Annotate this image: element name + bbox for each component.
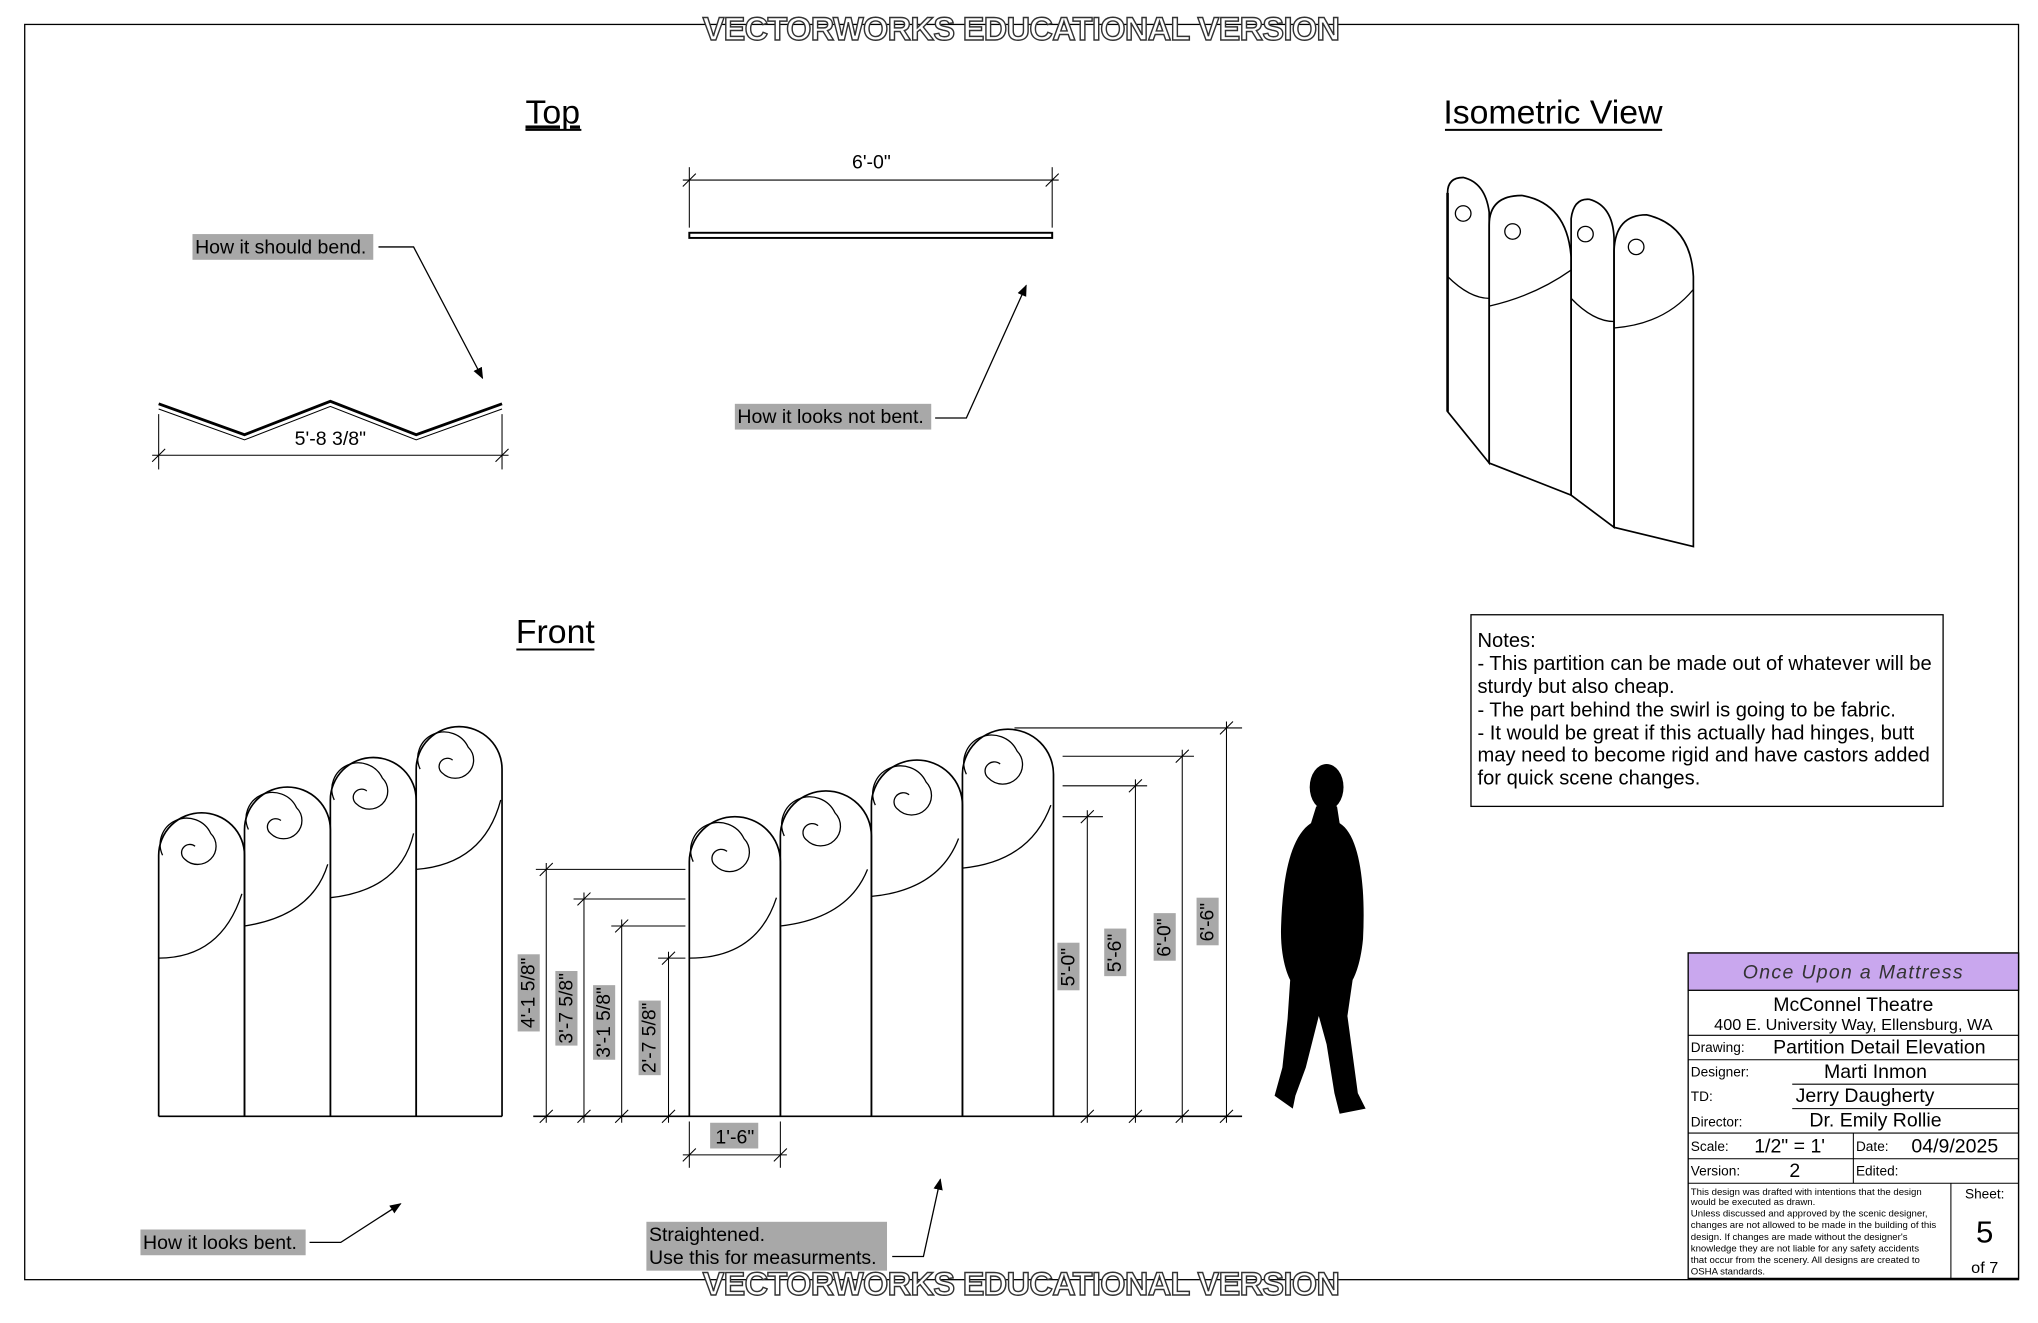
front-view-title: Front <box>516 614 596 651</box>
how-it-looks-bent-label: How it looks bent. <box>143 1232 297 1254</box>
should-bend-leader <box>378 246 484 380</box>
disclaimer: This design was drafted with intentions … <box>1690 1187 1937 1278</box>
bent-width-dimension: 5'-8 3/8" <box>295 428 366 450</box>
svg-text:This design was drafted with i: This design was drafted with intentions … <box>1691 1187 1922 1198</box>
notes-line-4: - It would be great if this actually had… <box>1477 723 1914 745</box>
sheet-label: Sheet: <box>1965 1187 2004 1202</box>
straightened-leader <box>892 1178 943 1258</box>
notes-line-5: may need to become rigid and have castor… <box>1477 744 1929 766</box>
venue-address: 400 E. University Way, Ellensburg, WA <box>1714 1016 1993 1034</box>
human-scale-figure <box>1274 763 1366 1114</box>
panel-width-dimension <box>682 1121 788 1168</box>
scale-label: Scale: <box>1691 1139 1729 1154</box>
top-view-title: Top <box>526 95 580 132</box>
looks-bent-leader <box>309 1203 402 1244</box>
height-dim-6-6: 6'-6" <box>1196 903 1218 942</box>
height-dim-4-1-5-8: 4'-1 5/8" <box>517 957 539 1028</box>
notes-line-6: for quick scene changes. <box>1477 768 1700 790</box>
notes-box: Notes: - This partition can be made out … <box>1470 614 1944 808</box>
height-dim-5-6: 5'-6" <box>1104 934 1126 973</box>
sheet-total: of 7 <box>1971 1259 1998 1277</box>
front-view-straightened <box>533 728 1243 1118</box>
svg-text:knowledge they are not liable: knowledge they are not liable for any sa… <box>1691 1243 1919 1254</box>
height-dim-5-0: 5'-0" <box>1057 948 1079 987</box>
date-label: Date: <box>1856 1139 1889 1154</box>
designer-label: Designer: <box>1691 1065 1749 1080</box>
isometric-view-title: Isometric View <box>1443 95 1663 132</box>
height-dim-3-1-5-8: 3'-1 5/8" <box>593 987 615 1058</box>
director-label: Director: <box>1691 1115 1743 1130</box>
show-title: Once Upon a Mattress <box>1743 962 1964 984</box>
straight-width-dimension: 6'-0" <box>852 152 891 174</box>
drawing-label: Drawing: <box>1691 1040 1745 1055</box>
top-view-straight: 6'-0" <box>682 152 1060 239</box>
sheet-number: 5 <box>1976 1215 1993 1250</box>
front-view-bent <box>157 725 503 1118</box>
edited-label: Edited: <box>1856 1164 1899 1179</box>
how-it-should-bend-label: How it should bend. <box>195 236 366 258</box>
panel-width-label: 1'-6" <box>715 1126 754 1148</box>
venue: McConnel Theatre <box>1773 994 1933 1016</box>
svg-text:changes are not allowed to be: changes are not allowed to be made in th… <box>1691 1220 1937 1231</box>
watermark-top: VECTORWORKS EDUCATIONAL VERSION <box>703 11 1340 47</box>
notes-line-2: sturdy but also cheap. <box>1477 676 1674 698</box>
top-view-bent: 5'-8 3/8" <box>151 399 509 470</box>
td-label: TD: <box>1691 1089 1713 1104</box>
not-bent-leader <box>935 284 1027 419</box>
svg-text:that occur from the scenery. A: that occur from the scenery. All designs… <box>1691 1255 1920 1266</box>
straightened-label-line2: Use this for measurments. <box>649 1247 877 1269</box>
title-block: Once Upon a Mattress McConnel Theatre 40… <box>1687 952 2020 1280</box>
svg-text:would be executed as drawn.: would be executed as drawn. <box>1690 1197 1816 1208</box>
svg-text:Unless discussed and approved: Unless discussed and approved by the sce… <box>1691 1209 1928 1220</box>
director-name: Dr. Emily Rollie <box>1809 1110 1941 1132</box>
svg-text:design. If changes are made wi: design. If changes are made without the … <box>1691 1232 1908 1243</box>
height-dim-6-0: 6'-0" <box>1153 918 1175 957</box>
sheet-border <box>24 23 2020 1281</box>
straightened-label-line1: Straightened. <box>649 1224 765 1246</box>
svg-text:OSHA standards.: OSHA standards. <box>1691 1267 1765 1278</box>
watermark-bottom: VECTORWORKS EDUCATIONAL VERSION <box>703 1266 1340 1302</box>
scale-value: 1/2" = 1' <box>1754 1135 1825 1157</box>
td-name: Jerry Daugherty <box>1796 1085 1935 1107</box>
height-dim-3-7-5-8: 3'-7 5/8" <box>555 973 577 1044</box>
drawing-name: Partition Detail Elevation <box>1773 1036 1985 1058</box>
left-height-dimensions <box>535 862 686 1124</box>
how-it-looks-not-bent-label: How it looks not bent. <box>737 406 923 428</box>
designer-name: Marti Inmon <box>1824 1061 1927 1083</box>
notes-line-3: - The part behind the swirl is going to … <box>1477 699 1895 721</box>
notes-title: Notes: <box>1477 630 1535 652</box>
version-label: Version: <box>1691 1164 1740 1179</box>
height-dim-2-7-5-8: 2'-7 5/8" <box>638 1002 660 1073</box>
date-value: 04/9/2025 <box>1911 1135 1998 1157</box>
right-height-dimensions <box>1014 721 1243 1124</box>
version-value: 2 <box>1789 1160 1800 1182</box>
notes-line-1: - This partition can be made out of what… <box>1477 653 1931 675</box>
isometric-drawing <box>1446 176 1695 548</box>
